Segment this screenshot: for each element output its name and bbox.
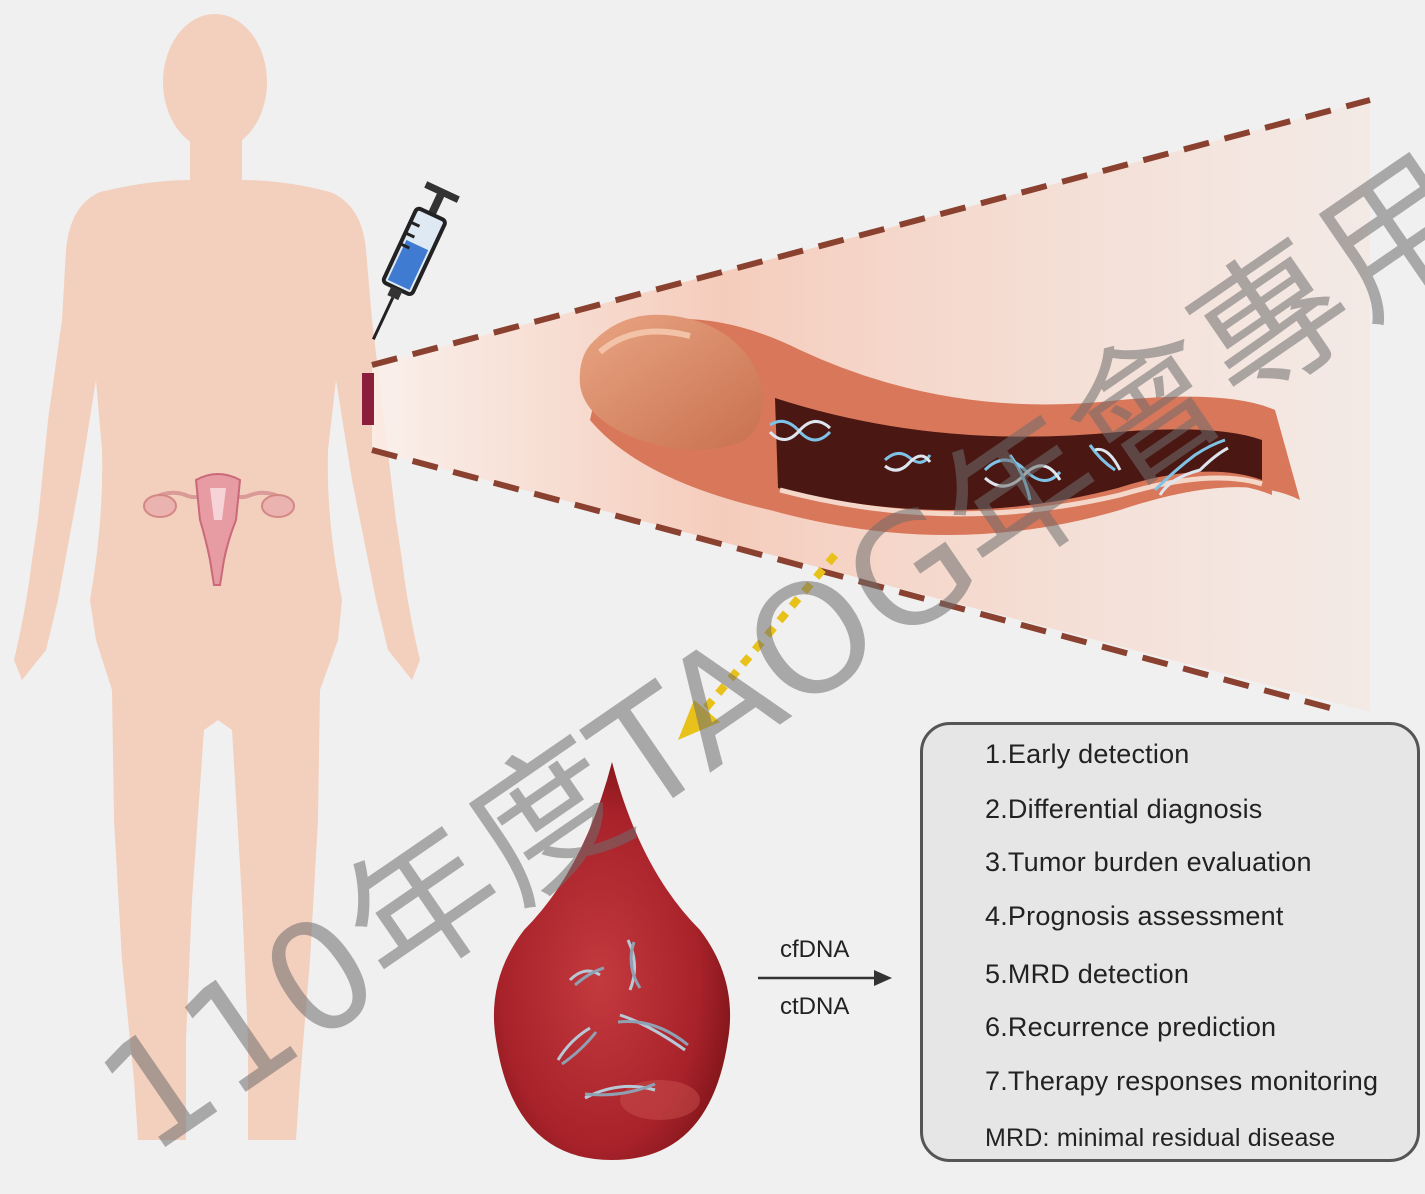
application-item: 3.Tumor burden evaluation	[985, 847, 1312, 878]
application-item: 4.Prognosis assessment	[985, 901, 1284, 932]
ctdna-label: ctDNA	[780, 993, 849, 1021]
application-item: 1.Early detection	[985, 739, 1190, 770]
cfdna-label: cfDNA	[780, 936, 849, 964]
syringe-icon	[357, 181, 460, 347]
application-item: 2.Differential diagnosis	[985, 794, 1262, 825]
application-item: 6.Recurrence prediction	[985, 1012, 1276, 1043]
application-item: 7.Therapy responses monitoring	[985, 1066, 1378, 1097]
application-item: 5.MRD detection	[985, 959, 1189, 990]
abbreviation-footnote: MRD: minimal residual disease	[985, 1124, 1335, 1153]
applications-box: 1.Early detection 2.Differential diagnos…	[920, 722, 1420, 1162]
sampling-site-marker	[362, 373, 374, 425]
conversion-arrow-head	[874, 970, 892, 986]
